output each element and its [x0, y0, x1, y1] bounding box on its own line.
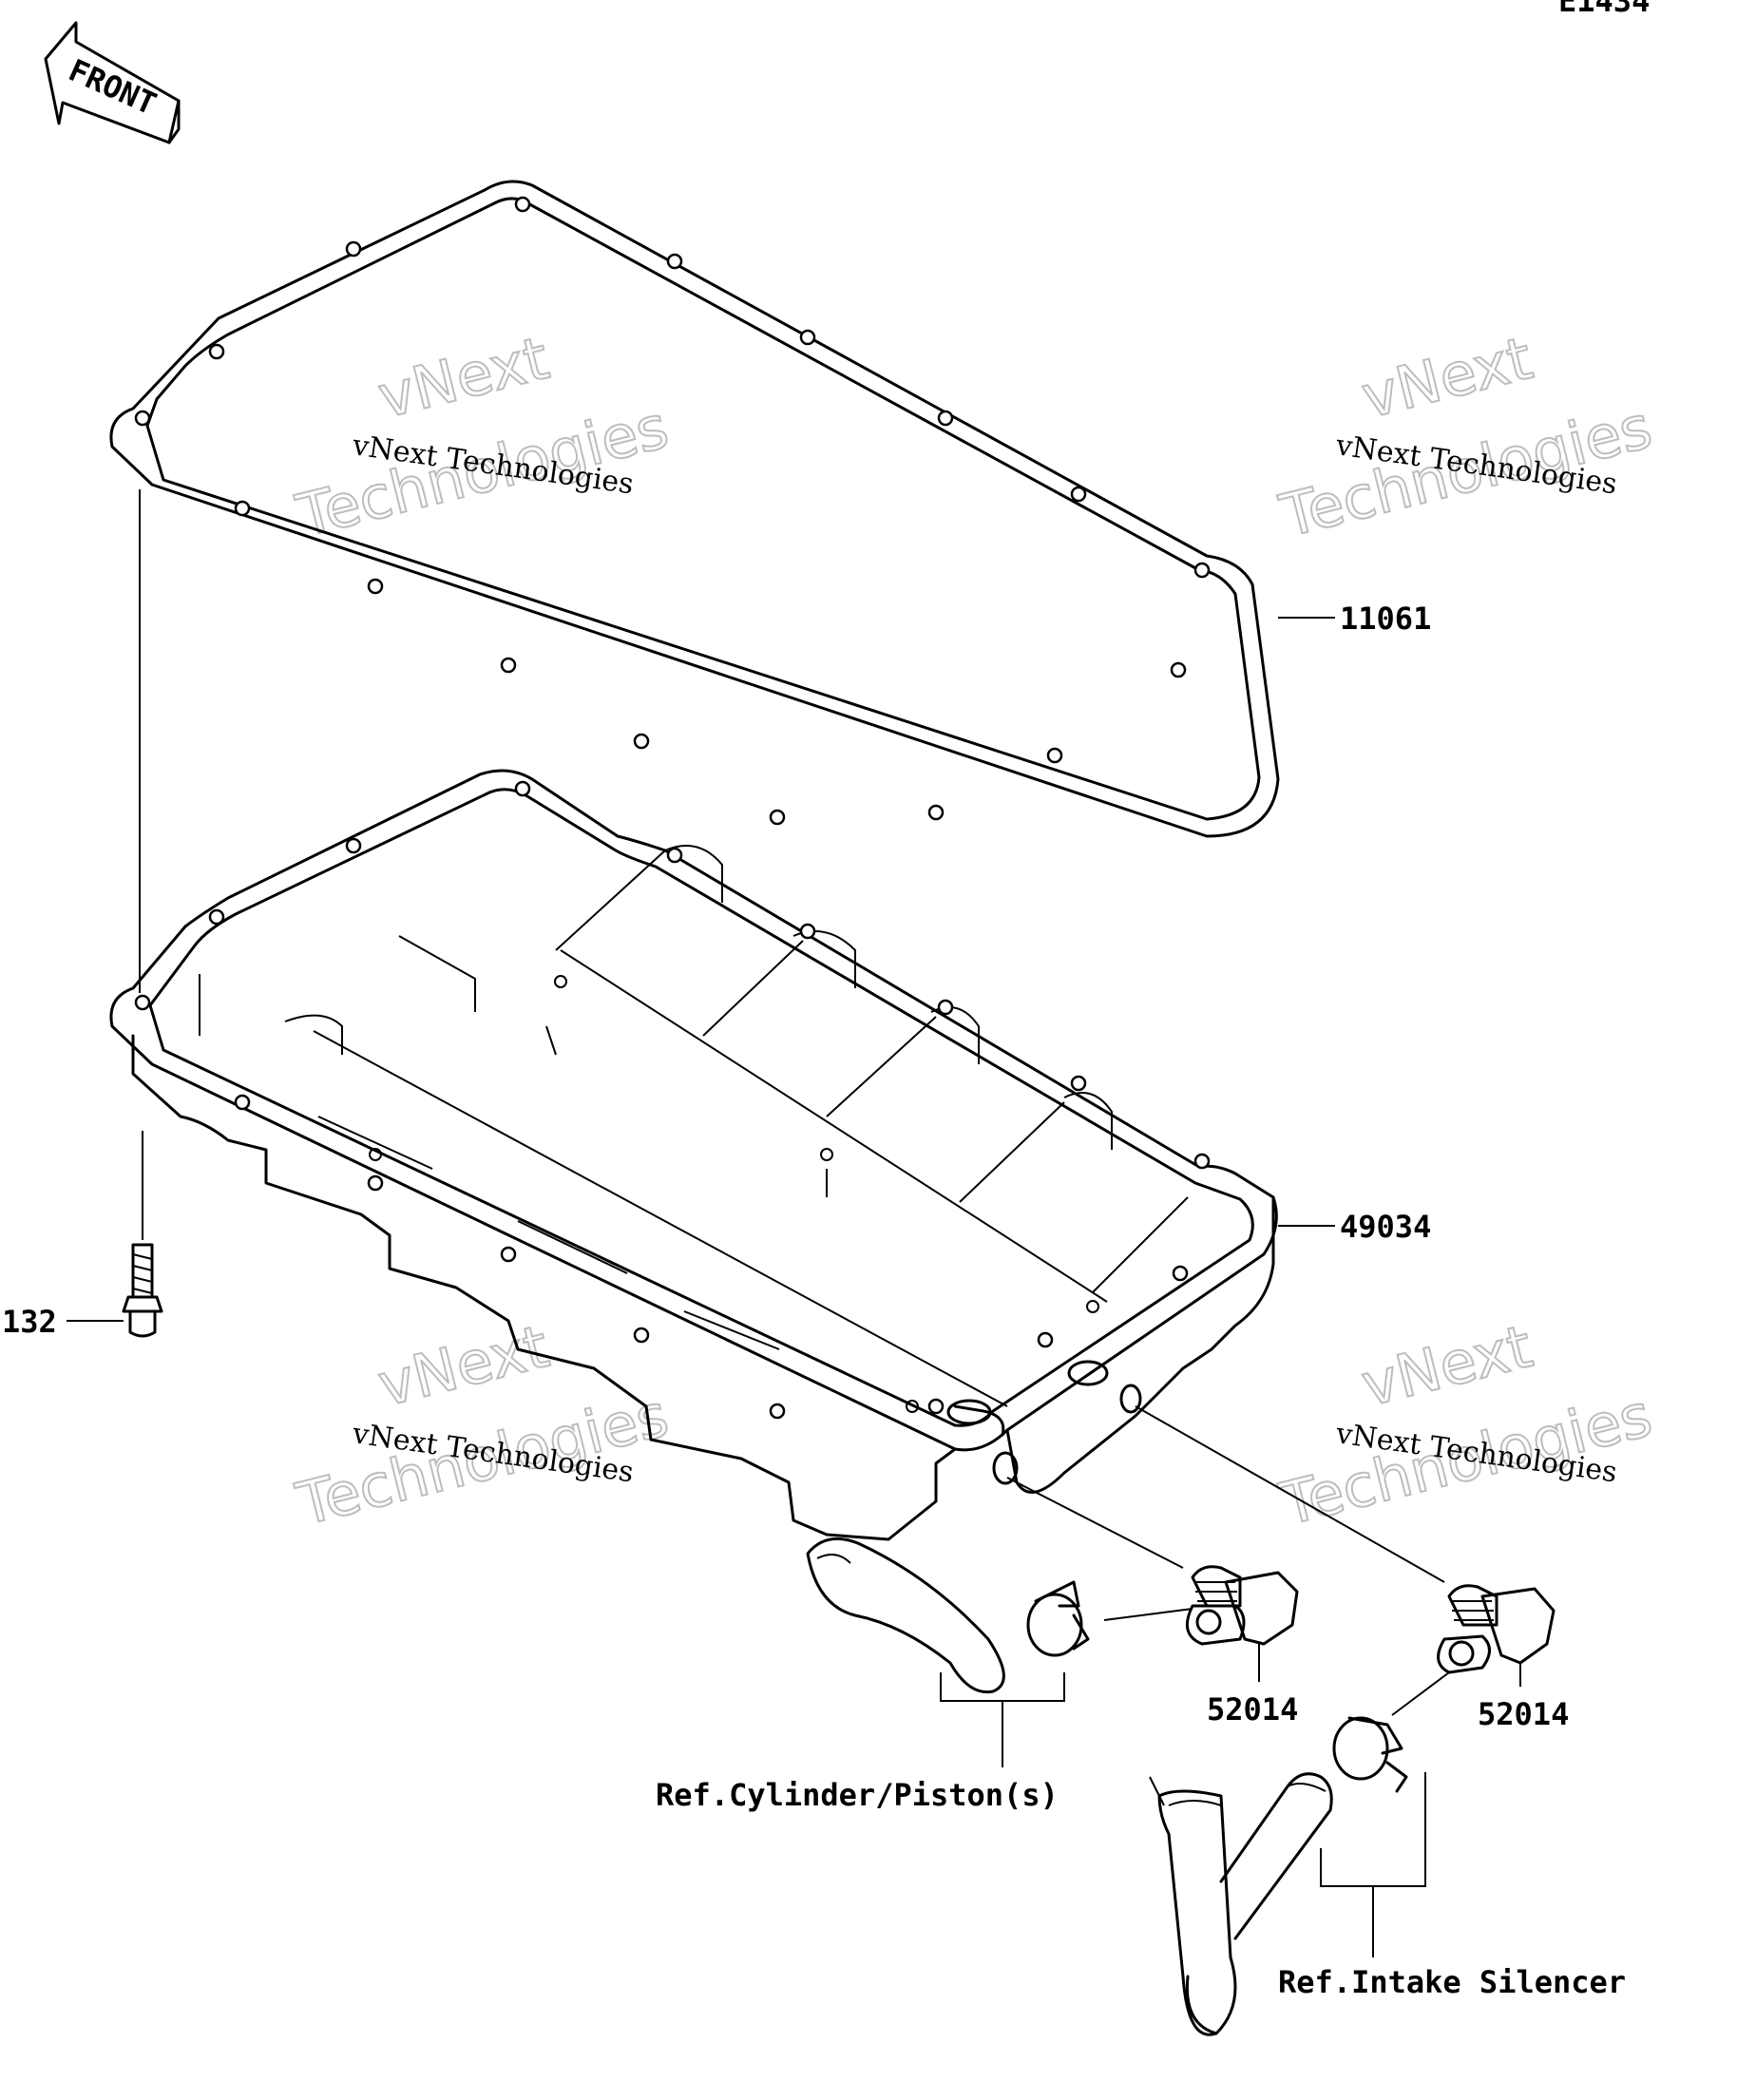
ref-intake-label: Ref.Intake Silencer	[1278, 1964, 1626, 2000]
bolt-132	[122, 1131, 163, 1338]
part-number-52014-right: 52014	[1478, 1696, 1569, 1732]
leader-132: 132	[2, 1304, 124, 1340]
diagram-code: E1434	[1558, 0, 1650, 19]
part-number-11061: 11061	[1340, 601, 1431, 637]
leader-49034: 49034	[1278, 1209, 1431, 1245]
svg-text:vNext: vNext	[372, 323, 555, 432]
part-number-132: 132	[2, 1304, 57, 1340]
oil-pan-bolt-holes	[134, 780, 1211, 1420]
ref-intake-bracket: Ref.Intake Silencer	[1278, 1772, 1626, 2000]
watermark-2: vNext Technologies vNext Technologies	[1272, 322, 1659, 552]
leader-fitting-left	[1006, 1477, 1184, 1569]
gasket-bolt-holes	[134, 196, 1211, 826]
ref-cylinder-bracket: Ref.Cylinder/Piston(s)	[656, 1672, 1065, 1813]
part-number-52014-left: 52014	[1207, 1691, 1298, 1728]
leader-52014-right: 52014	[1478, 1663, 1569, 1732]
hose-clamp-right	[1332, 1671, 1450, 1793]
watermark-1: vNext Technologies vNext Technologies	[289, 322, 676, 552]
svg-text:vNext: vNext	[372, 1311, 555, 1421]
fitting-left-52014	[1185, 1565, 1299, 1646]
watermark-4: vNext Technologies vNext Technologies	[1272, 1310, 1659, 1540]
leader-fitting-right	[1135, 1405, 1445, 1583]
gasket-11061	[109, 180, 1280, 838]
svg-text:vNext: vNext	[1355, 1311, 1538, 1421]
front-arrow-icon: FRONT	[44, 21, 181, 144]
hose-y-intake	[1149, 1772, 1333, 2036]
svg-text:vNext: vNext	[1355, 323, 1538, 432]
part-number-49034: 49034	[1340, 1209, 1431, 1245]
oil-pan-49034	[109, 769, 1278, 1541]
ref-cylinder-label: Ref.Cylinder/Piston(s)	[656, 1777, 1059, 1813]
hose-clamp-left	[1026, 1580, 1193, 1657]
watermark-3: vNext Technologies vNext Technologies	[289, 1310, 676, 1540]
leader-52014-left: 52014	[1207, 1642, 1298, 1728]
leader-11061: 11061	[1278, 601, 1431, 637]
fitting-right-52014	[1437, 1584, 1556, 1674]
hose-left	[806, 1537, 1005, 1694]
